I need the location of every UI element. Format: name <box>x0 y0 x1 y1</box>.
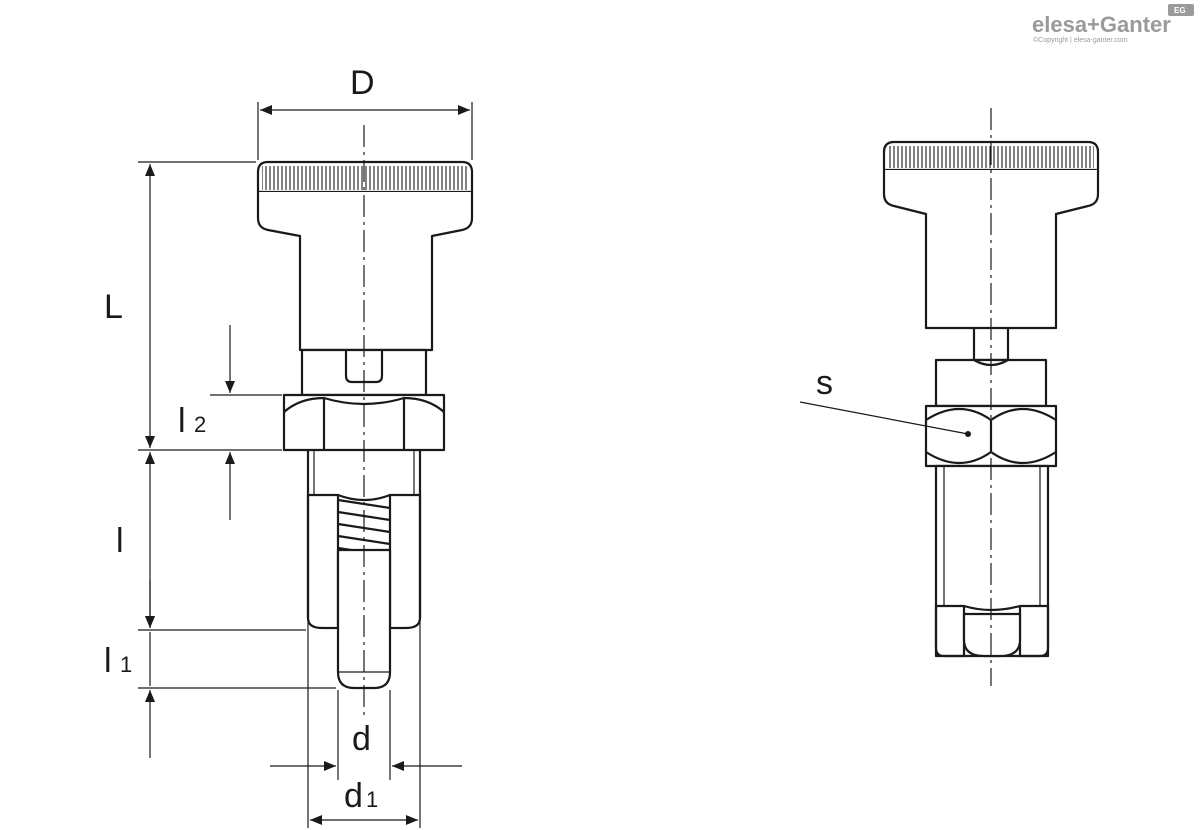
logo-badge-shape <box>1168 4 1194 16</box>
dimensions-left: D L l 2 l l 1 d d 1 <box>104 64 473 828</box>
dim-label-s: s <box>816 364 833 402</box>
dim-label-L: L <box>104 288 123 326</box>
dim-label-l1: l <box>104 642 112 680</box>
logo-badge-text: EG <box>1174 6 1186 15</box>
knob-knurling <box>262 166 468 190</box>
logo-copyright: ©Copyright | elesa-ganter.com <box>1033 36 1128 44</box>
plunger-left-view <box>256 125 474 720</box>
nut-chamfer-mid <box>323 396 405 406</box>
dim-label-l: l <box>116 522 124 560</box>
dim-label-l2-sub: 2 <box>194 412 206 437</box>
plunger-right-view <box>882 108 1100 686</box>
leader-s <box>799 401 969 435</box>
section-left <box>306 493 340 630</box>
break-line <box>337 493 391 502</box>
section-left-right-view <box>934 604 966 658</box>
dimension-s: s <box>799 364 971 437</box>
dim-label-d1: d <box>344 777 363 815</box>
dim-label-l1-sub: 1 <box>120 652 132 677</box>
section-right-right-view <box>1018 604 1050 658</box>
section-right <box>388 493 422 630</box>
logo-text: elesa+Ganter <box>1032 12 1171 37</box>
pin-tip-right <box>962 612 1022 658</box>
knob-body <box>256 192 474 352</box>
brand-logo: elesa+Ganter ©Copyright | elesa-ganter.c… <box>1032 4 1194 44</box>
dim-label-d1-sub: 1 <box>366 787 378 812</box>
dim-label-l2: l <box>178 402 186 440</box>
dim-label-D: D <box>350 64 375 102</box>
dim-label-d: d <box>352 720 371 758</box>
